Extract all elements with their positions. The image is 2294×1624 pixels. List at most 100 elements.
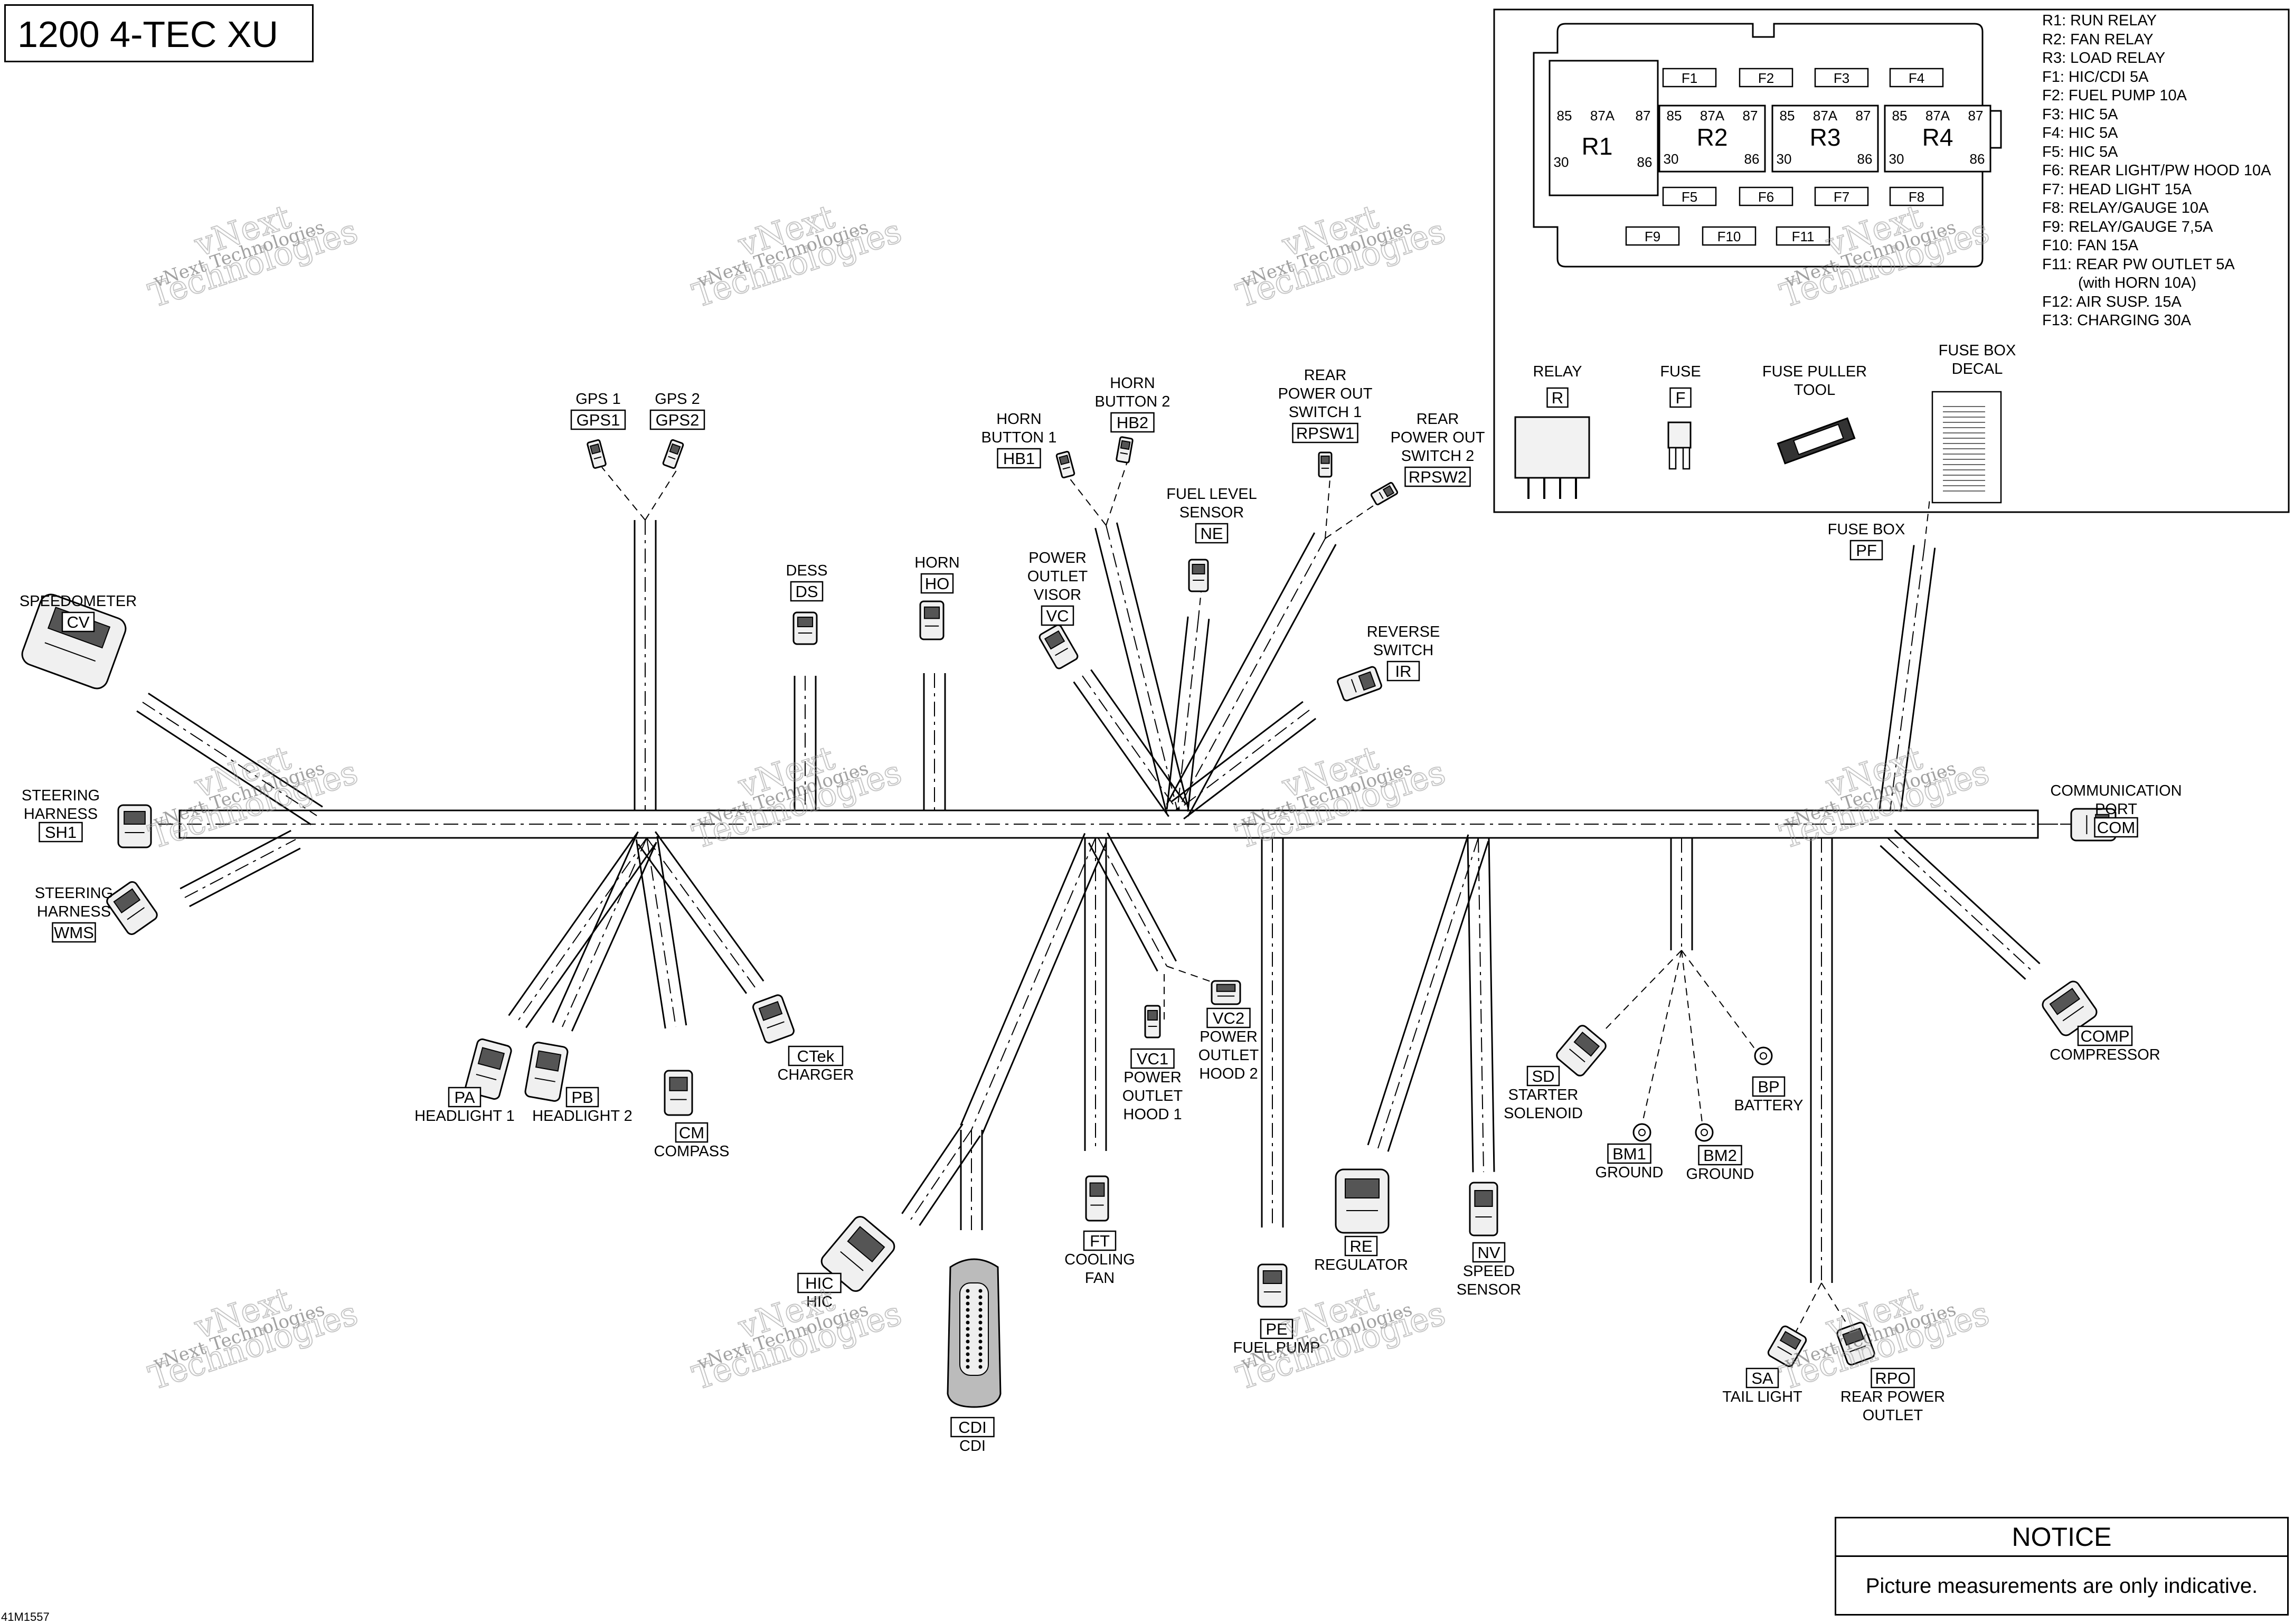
legend-line: F10: FAN 15A <box>2042 237 2139 254</box>
fuse-f2-text: F2 <box>1758 70 1774 86</box>
relay-pin: 30 <box>1664 151 1679 167</box>
code-pa: PA <box>448 1087 482 1108</box>
branch-cdi-edge-b <box>981 842 1107 1135</box>
relay-r4-block <box>1884 105 1991 173</box>
branch-fuse-box-edge-b <box>1900 547 1936 812</box>
branch-speed-sensor-edge-b <box>1488 837 1495 1172</box>
branch-rear-switch-edge-a <box>1166 532 1316 805</box>
label-gps1: GPS 1 <box>575 391 620 408</box>
code-gps1-text: GPS1 <box>577 411 620 429</box>
branch-compressor-centerline <box>1887 837 2033 972</box>
branch-compass-centerline <box>646 837 676 1027</box>
branch-charger-edge-b <box>654 831 764 982</box>
code-hb1: HB1 <box>997 448 1041 469</box>
part-1-label: FUSE <box>1660 363 1701 380</box>
code-vc1: VC1 <box>1130 1048 1175 1069</box>
branch-headlight-2-edge-a <box>552 833 638 1023</box>
fuse-f7-text: F7 <box>1834 189 1849 205</box>
branch-cdi-centerline <box>971 837 1096 1130</box>
branch-headlight-1-centerline <box>517 837 647 1022</box>
code-ds-text: DS <box>795 582 818 601</box>
code-ir: IR <box>1386 660 1420 682</box>
fuse-f8-text: F8 <box>1909 189 1924 205</box>
code-ft: FT <box>1083 1230 1117 1251</box>
branch-regulator-edge-a <box>1367 834 1469 1146</box>
ring-terminal-bm2-icon <box>1695 1123 1714 1142</box>
fuse-f4-text: F4 <box>1909 70 1924 86</box>
harness-wires <box>136 520 2041 1283</box>
label-ho: HORN <box>914 554 959 571</box>
connector-vc-icon <box>1039 624 1079 669</box>
code-wms: WMS <box>52 922 96 943</box>
branch-compass-edge-a <box>635 839 666 1029</box>
legend-line: F5: HIC 5A <box>2042 143 2118 160</box>
code-cv-text: CV <box>67 613 89 631</box>
harness-centerlines <box>142 461 2083 1339</box>
code-wms-text: WMS <box>54 923 94 942</box>
branch-speedometer-centerline <box>142 702 317 816</box>
connector-re-icon <box>1335 1168 1390 1234</box>
connector-gps2-icon <box>662 439 684 469</box>
fuse-f5-text: F5 <box>1682 189 1697 205</box>
code-f: F <box>1669 387 1692 408</box>
relay-pin: 85 <box>1780 108 1795 124</box>
branch-horn-buttons-centerline <box>1106 525 1178 811</box>
relay-r1-block <box>1549 60 1659 196</box>
code-ho-text: HO <box>925 574 950 593</box>
branch-speedometer-edge-a <box>136 710 311 826</box>
branch-cdi-edge-a <box>960 833 1086 1126</box>
code-hic-text: HIC <box>805 1274 833 1292</box>
branch-horn-buttons-edge-a <box>1094 527 1168 814</box>
fuse-f2 <box>1739 68 1793 88</box>
legend-line: F12: AIR SUSP. 15A <box>2042 293 2182 310</box>
code-re: RE <box>1344 1235 1378 1257</box>
code-bm2-text: BM2 <box>1703 1146 1737 1165</box>
code-com: COM <box>2094 817 2138 838</box>
label-cm: COMPASS <box>654 1143 730 1160</box>
branch-horn-buttons-edge-b <box>1116 522 1189 808</box>
branch-hic-edge-a <box>901 1123 964 1214</box>
fuse-f8 <box>1889 186 1944 206</box>
dash-rpsw1 <box>1325 472 1331 539</box>
label-ds: DESS <box>786 562 828 579</box>
label-bm2: GROUND <box>1686 1166 1754 1183</box>
code-rpo: RPO <box>1871 1367 1915 1389</box>
connector-ne-icon <box>1188 559 1209 592</box>
code-sh1-text: SH1 <box>45 823 77 842</box>
code-rpsw1: RPSW1 <box>1292 422 1358 443</box>
branch-compressor-edge-a <box>1880 845 2026 980</box>
connector-sd-icon <box>1556 1025 1607 1077</box>
connector-pb-icon <box>524 1042 569 1102</box>
code-cv: CV <box>61 611 95 632</box>
connector-wms-icon <box>106 881 158 935</box>
legend-line: F4: HIC 5A <box>2042 125 2118 141</box>
connector-gps1-icon <box>587 439 607 469</box>
diagram-id: 41M1557 <box>1 1610 50 1623</box>
legend-line: R1: RUN RELAY <box>2042 12 2157 29</box>
dash-gps2 <box>645 467 679 521</box>
cdi-module-icon <box>947 1258 1002 1408</box>
code-bm2: BM2 <box>1698 1145 1742 1166</box>
notice-box: NOTICE Picture measurements are only ind… <box>1835 1517 2289 1616</box>
fuse-box-frame <box>1493 8 2290 513</box>
relay-pin: 87A <box>1813 108 1838 124</box>
code-vc: VC <box>1041 605 1074 626</box>
connector-nv-icon <box>1469 1182 1498 1236</box>
fuse-f5 <box>1662 186 1717 206</box>
code-cm-text: CM <box>679 1123 704 1142</box>
fuse-f6-text: F6 <box>1758 189 1774 205</box>
notice-text: Picture measurements are only indicative… <box>1865 1574 2258 1598</box>
dash-gps1 <box>601 467 646 521</box>
label-pa: HEADLIGHT 1 <box>414 1108 515 1125</box>
code-rpsw2-text: RPSW2 <box>1409 468 1467 486</box>
code-vc-text: VC <box>1046 607 1069 625</box>
